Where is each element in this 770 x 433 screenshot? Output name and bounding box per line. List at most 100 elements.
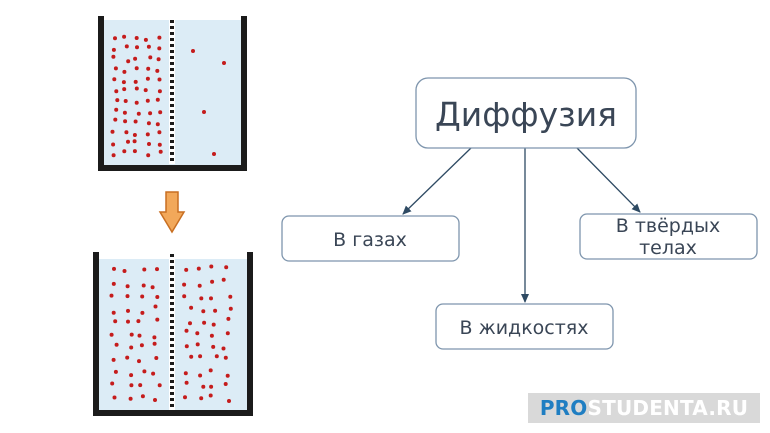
particle [113, 319, 118, 324]
particle [182, 282, 187, 287]
particle [133, 79, 138, 84]
particle [136, 319, 141, 324]
particle [112, 77, 117, 82]
particle [139, 343, 144, 348]
particle [114, 89, 119, 94]
particle [195, 342, 200, 347]
particle [129, 332, 134, 337]
particle [133, 56, 138, 61]
particle [113, 66, 118, 71]
particle [155, 317, 160, 322]
particle [124, 130, 129, 135]
particle [114, 107, 119, 112]
root-label: Диффузия [435, 95, 617, 134]
particle [199, 296, 204, 301]
particle [137, 333, 142, 338]
particle [156, 57, 161, 62]
particle [134, 86, 139, 91]
particle [122, 87, 127, 92]
particle [221, 346, 226, 351]
particle [123, 119, 128, 124]
particle [223, 355, 228, 360]
particle [138, 383, 143, 388]
particle [184, 328, 189, 333]
particle [132, 133, 137, 137]
particle [132, 139, 137, 144]
particle [140, 394, 145, 399]
particle [189, 305, 194, 310]
particle [225, 373, 230, 378]
particle [157, 35, 162, 40]
vessel-after [93, 252, 253, 416]
particle [121, 80, 126, 85]
particle [209, 333, 214, 338]
solids-label-line2: телах [639, 237, 697, 259]
particle [111, 357, 116, 362]
particle [145, 98, 150, 103]
particle [209, 384, 214, 389]
particle [142, 369, 147, 374]
particle [133, 119, 138, 124]
particle [113, 369, 118, 374]
particle [125, 284, 130, 289]
particle [146, 44, 151, 49]
particle [126, 139, 130, 144]
particle [134, 66, 139, 71]
particle [155, 295, 160, 299]
particle [155, 122, 160, 127]
particle [129, 373, 134, 378]
particle [208, 368, 213, 373]
particle [197, 283, 202, 288]
particle [111, 142, 116, 147]
particle [184, 380, 189, 385]
particle [126, 59, 131, 64]
down-arrow-icon [158, 191, 186, 234]
particle [199, 396, 204, 401]
particle [150, 285, 155, 290]
particle [142, 267, 147, 272]
particle [211, 322, 216, 327]
particle [201, 309, 206, 314]
particle [135, 45, 139, 50]
particle [140, 294, 145, 299]
node-solids: В твёрдых телах [579, 213, 758, 260]
particle [111, 281, 116, 286]
particle [154, 356, 159, 360]
particle [183, 395, 187, 400]
particle [129, 345, 134, 350]
particle [228, 306, 233, 311]
particle [141, 283, 146, 288]
particle [214, 354, 219, 359]
particle [113, 36, 117, 41]
particle [184, 344, 189, 349]
particle [112, 266, 116, 271]
particle [209, 264, 214, 269]
particle [213, 308, 218, 313]
particle [146, 121, 151, 126]
particle [129, 383, 134, 388]
particle [146, 66, 151, 71]
particle [143, 37, 148, 42]
particle [226, 316, 231, 321]
particle [157, 383, 162, 388]
particle [152, 341, 157, 346]
particle [125, 294, 130, 299]
particle [125, 355, 130, 360]
particles-after [109, 264, 233, 403]
particle [128, 396, 133, 401]
particle [157, 77, 162, 82]
liquids-label: В жидкостях [460, 317, 589, 339]
particle [210, 279, 215, 284]
particle [183, 371, 188, 376]
particle [122, 34, 127, 39]
particle [122, 110, 127, 115]
particle [211, 344, 216, 349]
particle [153, 304, 158, 309]
particle [189, 354, 194, 359]
particle [147, 142, 151, 146]
particle [222, 61, 226, 65]
particle [227, 399, 231, 403]
particle [191, 49, 195, 53]
particle [122, 69, 127, 74]
particle [126, 308, 130, 313]
